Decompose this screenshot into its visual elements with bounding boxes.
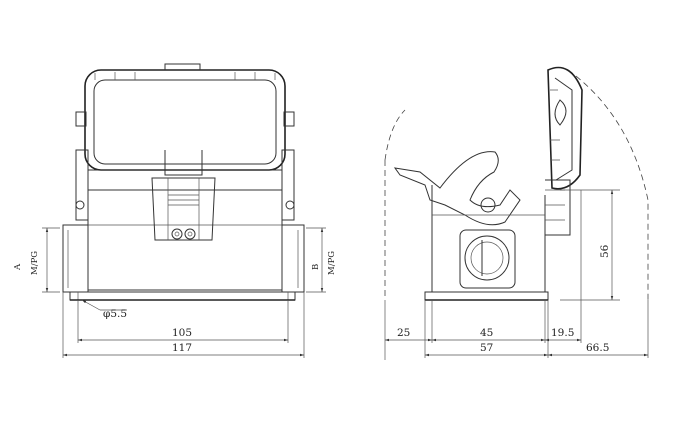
- dim-57-label: 57: [480, 342, 493, 354]
- front-housing: [87, 169, 283, 291]
- side-b-thread-label: M/PG: [327, 251, 337, 275]
- front-cover: [75, 63, 295, 176]
- cover-swing-arc: [567, 69, 649, 300]
- dim-117-label: 117: [172, 342, 192, 354]
- side-open-cover: [547, 66, 583, 190]
- entry-boss-b: [281, 224, 305, 293]
- dim-25-label: 25: [397, 327, 410, 339]
- lever-swing-arc: [384, 109, 406, 161]
- side-a-thread-label: M/PG: [30, 251, 40, 275]
- side-b-label: B: [311, 264, 321, 270]
- hole-diameter-label: φ5.5: [103, 308, 127, 320]
- dim-56-label: 56: [599, 244, 611, 258]
- side-locking-lever: [393, 151, 521, 226]
- dim-45-label: 45: [480, 327, 493, 339]
- front-base-flange: [69, 291, 296, 301]
- side-base: [424, 291, 549, 301]
- dim-66-5-label: 66.5: [586, 342, 609, 354]
- dim-19-5-label: 19.5: [551, 327, 574, 339]
- front-view: φ5.5 A M/PG B M/PG 105 117: [13, 63, 337, 358]
- dim-105-label: 105: [172, 327, 192, 339]
- side-view: 56 25 45 19.5 57 66.5: [384, 66, 649, 360]
- entry-boss-a: [62, 224, 89, 293]
- side-housing: [431, 179, 571, 293]
- side-a-label: A: [13, 263, 23, 271]
